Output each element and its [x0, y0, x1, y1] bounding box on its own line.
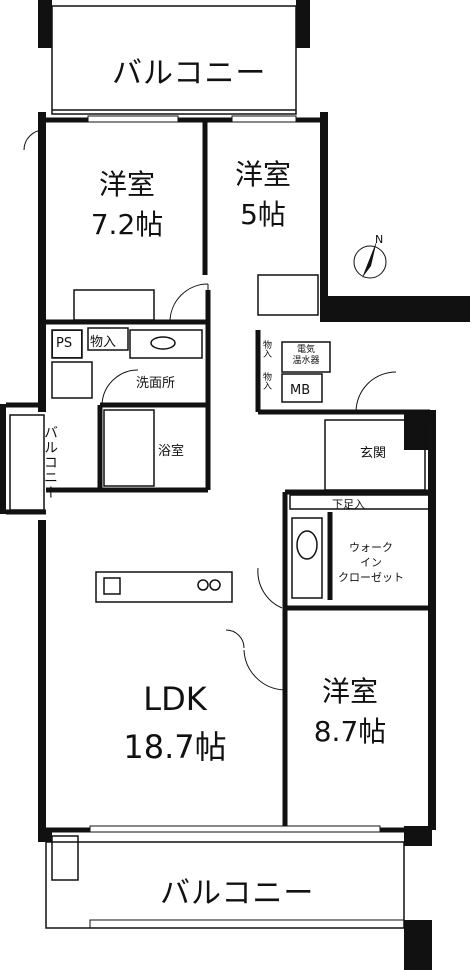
top-balcony — [51, 5, 297, 115]
storage2-label: 物入 — [261, 340, 271, 358]
balcony-bottom-label: バルコニー — [160, 876, 315, 911]
ldk-name: LDK — [143, 680, 207, 718]
bedroom3-name: 洋室 — [321, 675, 378, 708]
bedroom1-name: 洋室 — [98, 168, 155, 201]
bottom-balcony — [45, 841, 405, 929]
walk-in-closet-label: ウォーク イン クローゼット — [338, 541, 404, 584]
bedroom1-size: 7.2帖 — [90, 208, 164, 241]
north-arrow-icon — [353, 240, 387, 279]
north-label: N — [375, 233, 384, 246]
storage1-label: 物入 — [90, 335, 117, 350]
bathroom-label: 浴室 — [158, 444, 185, 459]
storage3-label: 物入 — [261, 372, 271, 390]
windows — [87, 115, 405, 929]
bedroom3-size: 8.7帖 — [313, 715, 387, 748]
bedroom2-size: 5帖 — [240, 198, 286, 231]
ldk-label: LDK 18.7帖 — [100, 675, 250, 771]
water-heater-label: 電気 温水器 — [292, 345, 320, 366]
door-swings — [23, 129, 397, 691]
ldk-size: 18.7帖 — [123, 728, 227, 766]
bedroom2-name: 洋室 — [234, 158, 291, 191]
ps-label: PS — [56, 336, 73, 351]
balcony-side-label: バルコニー — [42, 425, 58, 500]
entrance-label: 玄関 — [360, 446, 387, 461]
balcony-top-label: バルコニー — [112, 56, 267, 91]
bedroom1-label: 洋室 7.2帖 — [82, 165, 172, 245]
bedroom2-label: 洋室 5帖 — [218, 155, 308, 235]
washroom-label: 洗面所 — [136, 376, 176, 391]
mb-label: MB — [290, 383, 311, 398]
ps-box — [52, 330, 82, 358]
shoe-cabinet-label: 下足入 — [332, 498, 365, 511]
bedroom3-label: 洋室 8.7帖 — [305, 672, 395, 752]
interior-walls — [6, 117, 430, 833]
